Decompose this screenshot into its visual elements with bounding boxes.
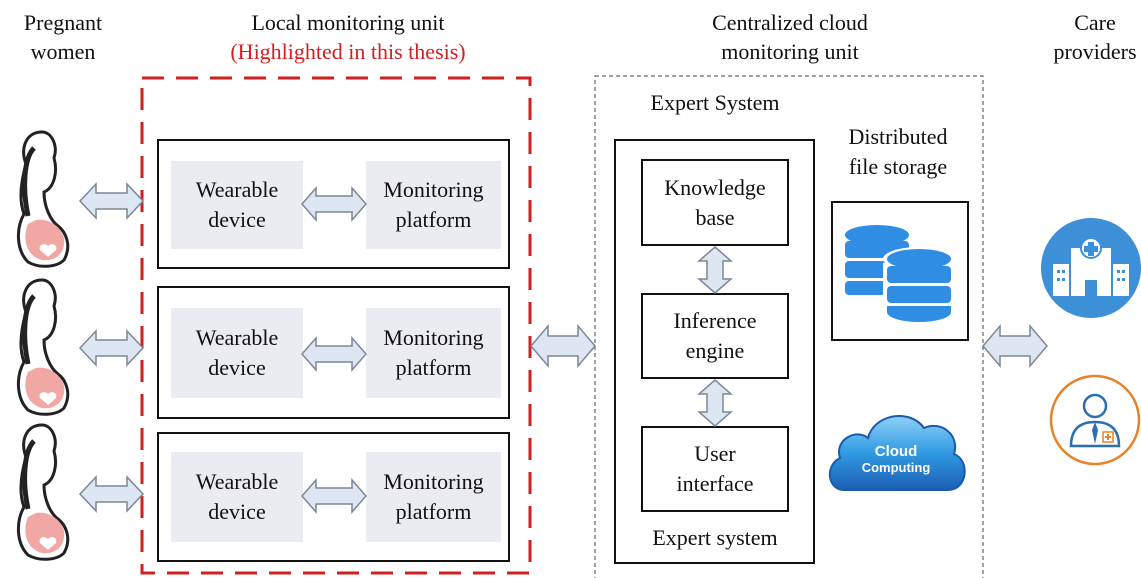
pregnant-woman-icon — [17, 278, 70, 416]
user-interface-box: User interface — [641, 426, 789, 512]
database-icon — [845, 225, 955, 325]
local-unit-note: (Highlighted in this thesis) — [230, 39, 466, 64]
monitoring-platform-box: Monitoring platform — [366, 161, 501, 249]
expert-system-top-label: Expert System — [650, 90, 780, 115]
expert-system-frame — [614, 139, 815, 564]
cloud-computing-icon: Cloud Computing — [829, 414, 966, 491]
care-providers-header: Care providers — [1053, 10, 1137, 64]
bidirectional-arrow — [530, 323, 596, 369]
pregnant-woman-icon — [17, 423, 70, 561]
monitoring-platform-box: Monitoring platform — [366, 308, 501, 398]
hospital-icon — [1041, 218, 1141, 318]
pregnant-women-header: Pregnant women — [23, 10, 103, 64]
expert-system-bottom-label: Expert system — [652, 525, 778, 550]
local-row-1: Wearable device Monitoring platform — [157, 139, 510, 269]
inference-engine-box: Inference engine — [641, 293, 789, 379]
cloud-unit-title: Centralized cloud monitoring unit — [712, 10, 868, 64]
bidirectional-arrow — [78, 475, 145, 513]
bidirectional-arrow — [982, 323, 1048, 369]
local-row-3: Wearable device Monitoring platform — [157, 432, 510, 562]
bidirectional-arrow — [697, 379, 733, 427]
storage-frame — [831, 201, 969, 341]
pregnant-woman-icon — [17, 130, 70, 268]
bidirectional-arrow — [301, 478, 367, 514]
bidirectional-arrow — [301, 186, 367, 222]
cloud-logo-line2: Computing — [862, 460, 931, 475]
wearable-device-box: Wearable device — [171, 308, 303, 398]
bidirectional-arrow — [301, 336, 367, 372]
wearable-device-box: Wearable device — [171, 452, 303, 542]
doctor-icon — [1049, 374, 1141, 466]
bidirectional-arrow — [697, 246, 733, 294]
knowledge-base-box: Knowledge base — [641, 159, 789, 246]
cloud-logo-line1: Cloud — [875, 443, 918, 460]
wearable-device-box: Wearable device — [171, 161, 303, 249]
bidirectional-arrow — [78, 329, 145, 367]
monitoring-platform-box: Monitoring platform — [366, 452, 501, 542]
distributed-storage-label: Distributed file storage — [848, 124, 948, 179]
bidirectional-arrow — [78, 182, 145, 220]
local-unit-title: Local monitoring unit — [251, 10, 445, 35]
